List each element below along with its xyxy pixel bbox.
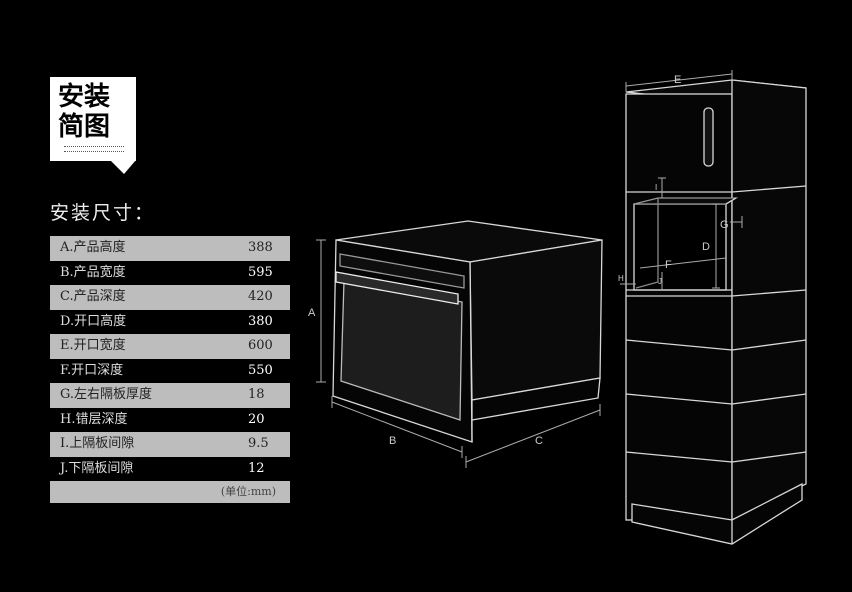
spec-value: 595 bbox=[248, 264, 273, 280]
dim-label-j: J bbox=[658, 277, 662, 286]
spec-row: I.上隔板间隙 9.5 bbox=[50, 432, 290, 457]
logo-badge bbox=[50, 77, 136, 161]
dim-label-b: B bbox=[389, 435, 396, 447]
spec-value: 388 bbox=[248, 240, 273, 255]
spec-row: G.左右隔板厚度 18 bbox=[50, 383, 290, 408]
spec-row: J.下隔板间隙 12 bbox=[50, 456, 290, 481]
dim-label-d: D bbox=[702, 241, 710, 253]
dim-label-c: C bbox=[535, 435, 543, 447]
oven-illustration bbox=[332, 220, 603, 443]
logo-title: 安装 简图 bbox=[58, 82, 128, 142]
spec-row: C.产品深度 420 bbox=[50, 285, 290, 310]
spec-label: A.产品高度 bbox=[60, 240, 126, 255]
spec-value: 420 bbox=[248, 289, 273, 304]
spec-row: B.产品宽度 595 bbox=[50, 260, 290, 285]
spec-value: 600 bbox=[248, 338, 273, 353]
logo-decoration bbox=[64, 146, 124, 152]
spec-label: D.开口高度 bbox=[60, 313, 127, 329]
dim-label-h: H bbox=[618, 274, 624, 283]
cabinet-dimensions bbox=[620, 70, 743, 290]
spec-value: 12 bbox=[248, 460, 265, 476]
spec-label: C.产品深度 bbox=[60, 289, 126, 304]
spec-label: G.左右隔板厚度 bbox=[60, 387, 153, 402]
dim-label-e: E bbox=[674, 74, 681, 86]
dim-label-f: F bbox=[665, 259, 672, 271]
dim-label-a: A bbox=[308, 307, 316, 319]
logo-line-2: 简图 bbox=[58, 112, 111, 142]
spec-label: B.产品宽度 bbox=[60, 264, 126, 280]
logo-speech-tail bbox=[110, 160, 136, 174]
spec-label: H.错层深度 bbox=[60, 411, 128, 427]
dim-label-g: G bbox=[720, 219, 729, 231]
spec-label: I.上隔板间隙 bbox=[60, 436, 135, 451]
spec-label: E.开口宽度 bbox=[60, 338, 126, 353]
oven-dimensions bbox=[316, 239, 601, 468]
spec-row: E.开口宽度 600 bbox=[50, 334, 290, 359]
unit-note: (单位:mm) bbox=[50, 481, 290, 503]
spec-value: 20 bbox=[248, 411, 265, 427]
spec-row: A.产品高度 388 bbox=[50, 236, 290, 261]
logo-line-1: 安装 bbox=[58, 82, 111, 112]
dim-label-i: I bbox=[655, 183, 657, 192]
spec-row: D.开口高度 380 bbox=[50, 309, 290, 334]
spec-row: H.错层深度 20 bbox=[50, 407, 290, 432]
spec-label: J.下隔板间隙 bbox=[60, 460, 134, 476]
spec-value: 9.5 bbox=[248, 436, 269, 451]
section-title: 安装尺寸： bbox=[50, 202, 156, 224]
spec-row: F.开口深度 550 bbox=[50, 358, 290, 383]
spec-value: 550 bbox=[248, 362, 273, 378]
spec-value: 18 bbox=[248, 387, 265, 402]
spec-value: 380 bbox=[248, 313, 273, 329]
cabinet-illustration bbox=[625, 79, 807, 545]
spec-label: F.开口深度 bbox=[60, 362, 124, 378]
